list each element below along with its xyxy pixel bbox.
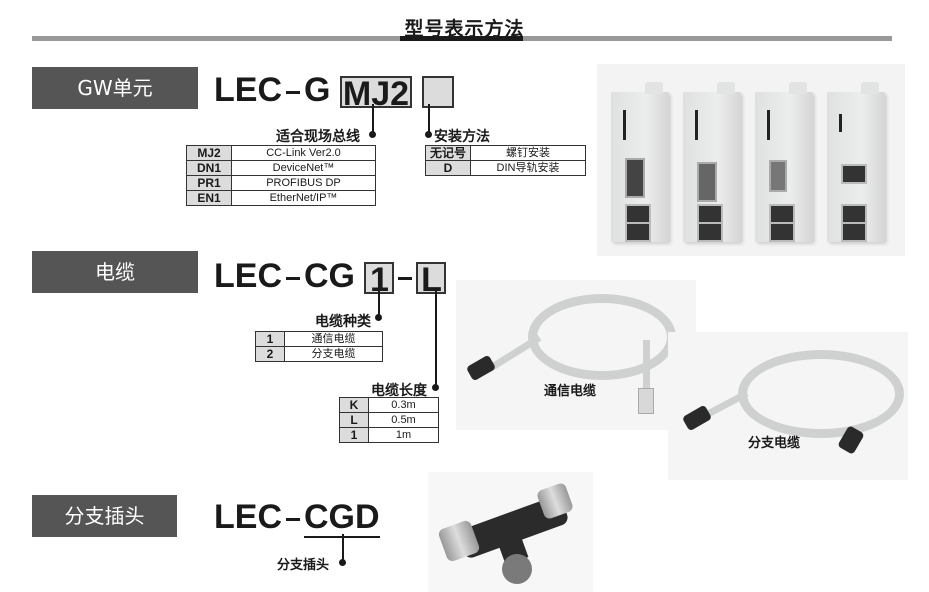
cable-type-caption: 电缆种类	[315, 314, 371, 330]
option-key: 1	[255, 331, 285, 347]
branch-connector-caption: 分支插头	[277, 558, 330, 573]
code-prefix: LEC	[214, 498, 282, 536]
option-key: 无记号	[425, 145, 471, 161]
option-value: 0.5m	[368, 412, 439, 428]
code-dash	[286, 90, 300, 94]
connector-dot-branch	[339, 559, 346, 566]
connector-line-cable-length	[435, 289, 437, 387]
connector-dot-cable-type	[375, 314, 382, 321]
branch-cable-caption: 分支电缆	[748, 436, 801, 451]
connector-dot-cable-length	[432, 384, 439, 391]
code-box-cable-length: L	[416, 262, 447, 297]
option-value: CC-Link Ver2.0	[231, 145, 376, 161]
option-value: 1m	[368, 427, 439, 443]
code-dash	[286, 276, 300, 280]
option-value: DIN导轨安装	[470, 160, 586, 176]
branch-cable-photo: 分支电缆	[668, 332, 908, 480]
connector-line-branch	[342, 534, 344, 562]
code-suffix: CGD	[304, 498, 380, 538]
option-key: D	[425, 160, 471, 176]
gw-unit-devicenet-image	[683, 82, 741, 242]
m12-connector-icon	[465, 354, 497, 382]
option-value: PROFIBUS DP	[231, 175, 376, 191]
comm-cable-photo: 通信电缆	[456, 280, 696, 430]
gw-unit-ccLink-image	[611, 82, 669, 242]
connector-dot-mounting	[425, 131, 432, 138]
option-value: 分支电缆	[284, 346, 383, 362]
table-row: 无记号螺钉安装	[425, 145, 586, 161]
code-mid: CG	[304, 257, 355, 295]
t-connector-male-end-icon	[502, 554, 532, 584]
section-label-cable: 电缆	[32, 251, 198, 293]
cable-length-caption: 电缆长度	[371, 383, 427, 399]
branch-connector-photo	[428, 472, 593, 592]
gw-unit-profibus-image	[755, 82, 813, 242]
rj45-plug-icon	[638, 388, 654, 414]
code-prefix: LEC	[214, 257, 282, 295]
fieldbus-caption: 适合现场总线	[276, 129, 360, 145]
option-key: MJ2	[186, 145, 232, 161]
gw-unit-product-photo	[597, 64, 905, 256]
option-key: EN1	[186, 190, 232, 206]
code-dash	[398, 276, 413, 280]
code-prefix: LEC	[214, 71, 282, 109]
option-key: L	[339, 412, 369, 428]
code-mid: G	[304, 71, 331, 109]
option-value: 0.3m	[368, 397, 439, 413]
comm-cable-caption: 通信电缆	[544, 384, 597, 399]
option-value: 螺钉安装	[470, 145, 586, 161]
connector-line-fieldbus	[372, 104, 374, 134]
option-value: EtherNet/IP™	[231, 190, 376, 206]
connector-dot-fieldbus	[369, 131, 376, 138]
mounting-caption: 安装方法	[434, 129, 490, 145]
branch-connector-model-code: LEC CGD	[214, 497, 380, 538]
connector-line-mounting	[428, 104, 430, 134]
title-divider-accent	[400, 36, 523, 41]
m12-male-connector-icon	[681, 404, 713, 432]
gw-unit-ethernetip-image	[827, 82, 885, 242]
option-key: 1	[339, 427, 369, 443]
option-key: 2	[255, 346, 285, 362]
gw-unit-model-code: LEC G MJ2	[214, 70, 454, 111]
option-value: DeviceNet™	[231, 160, 376, 176]
option-key: PR1	[186, 175, 232, 191]
code-box-fieldbus: MJ2	[339, 76, 413, 111]
option-key: K	[339, 397, 369, 413]
code-box-cable-type: 1	[364, 262, 395, 297]
connector-line-cable-type	[378, 289, 380, 317]
section-label-branch-connector: 分支插头	[32, 495, 177, 537]
code-dash	[286, 517, 300, 521]
code-box-mounting	[421, 76, 454, 109]
option-key: DN1	[186, 160, 232, 176]
page-title: 型号表示方法	[404, 18, 525, 40]
option-value: 通信电缆	[284, 331, 383, 347]
section-label-gw-unit: GW单元	[32, 67, 198, 109]
